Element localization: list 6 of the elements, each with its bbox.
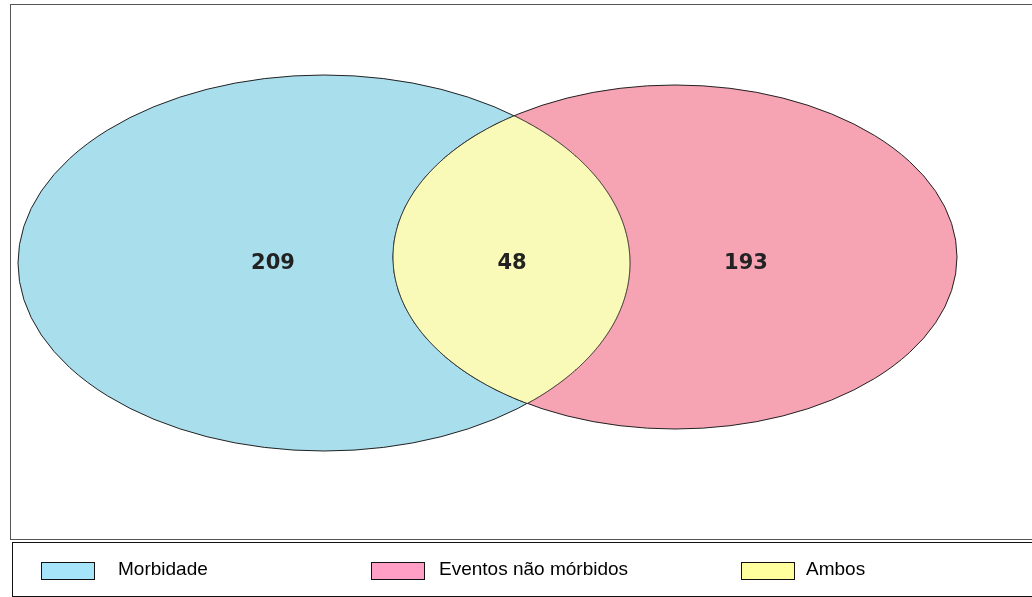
legend-label: Eventos não mórbidos bbox=[439, 558, 629, 580]
legend-label: Ambos bbox=[806, 558, 866, 580]
count-label: 193 bbox=[724, 250, 768, 274]
legend-label: Morbidade bbox=[118, 558, 208, 580]
count-label: 209 bbox=[251, 250, 295, 274]
count-label: 48 bbox=[497, 250, 527, 274]
